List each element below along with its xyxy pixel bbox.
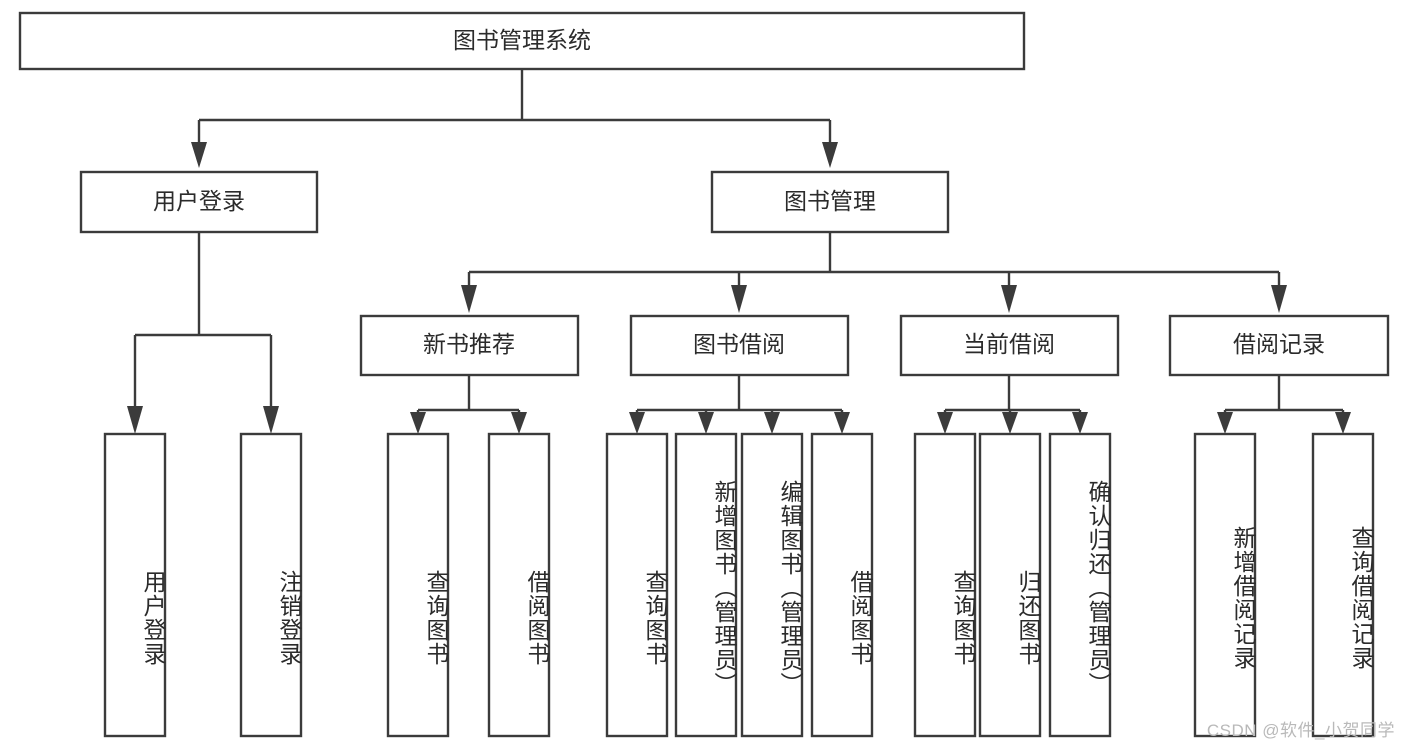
node-box-root[interactable] bbox=[18, 11, 1026, 71]
connectors-user-login-to-leaves bbox=[127, 232, 279, 434]
node-box-leaf-bb-query-book[interactable] bbox=[605, 432, 669, 738]
arrow-head-bb-leaf-2 bbox=[698, 412, 714, 434]
node-box-current-borrow[interactable] bbox=[899, 314, 1120, 377]
node-label-current-borrow: 当前借阅 bbox=[963, 331, 1055, 357]
arrow-head-cb-leaf-1 bbox=[937, 412, 953, 434]
arrow-head-bb-leaf-1 bbox=[629, 412, 645, 434]
node-label-new-book-recommend: 新书推荐 bbox=[423, 331, 515, 357]
arrow-head-book-borrow bbox=[731, 285, 747, 313]
arrow-head-user-login bbox=[191, 142, 207, 168]
connectors-root-to-level1 bbox=[191, 69, 838, 168]
node-box-leaf-br-query-record[interactable] bbox=[1311, 432, 1375, 738]
node-box-new-book-recommend[interactable] bbox=[359, 314, 580, 377]
arrow-head-cb-leaf-3 bbox=[1072, 412, 1088, 434]
node-box-leaf-user-login[interactable] bbox=[103, 432, 167, 738]
arrow-head-bb-leaf-3 bbox=[764, 412, 780, 434]
node-box-leaf-br-add-record[interactable] bbox=[1193, 432, 1257, 738]
connectors-new-book-to-leaves bbox=[410, 376, 527, 434]
node-label-book-manage: 图书管理 bbox=[784, 188, 876, 214]
arrow-head-leaf-logout bbox=[263, 406, 279, 434]
node-box-leaf-cb-confirm-return[interactable] bbox=[1048, 432, 1112, 738]
arrow-head-br-leaf-2 bbox=[1335, 412, 1351, 434]
connectors-current-borrow-to-leaves bbox=[937, 376, 1088, 434]
arrow-head-book-manage bbox=[822, 142, 838, 168]
arrow-head-br-leaf-1 bbox=[1217, 412, 1233, 434]
node-box-leaf-bb-borrow-book[interactable] bbox=[810, 432, 874, 738]
node-box-book-borrow[interactable] bbox=[629, 314, 850, 377]
connectors-borrow-record-to-leaves bbox=[1217, 376, 1351, 434]
node-label-borrow-record: 借阅记录 bbox=[1233, 331, 1325, 357]
node-box-leaf-nb-query-book[interactable] bbox=[386, 432, 450, 738]
arrow-head-nb-leaf-1 bbox=[410, 412, 426, 434]
node-box-leaf-bb-edit-book[interactable] bbox=[740, 432, 804, 738]
arrow-head-bb-leaf-4 bbox=[834, 412, 850, 434]
node-label-user-login: 用户登录 bbox=[153, 188, 245, 214]
node-box-leaf-cb-query-book[interactable] bbox=[913, 432, 977, 738]
arrow-head-leaf-user-login bbox=[127, 406, 143, 434]
node-box-user-login[interactable] bbox=[79, 170, 319, 234]
node-box-borrow-record[interactable] bbox=[1168, 314, 1390, 377]
connectors-book-manage-to-level2 bbox=[461, 233, 1287, 313]
arrow-head-new-book bbox=[461, 285, 477, 313]
node-box-leaf-nb-borrow-book[interactable] bbox=[487, 432, 551, 738]
arrow-head-borrow-record bbox=[1271, 285, 1287, 313]
watermark-text: CSDN @软件_小贺同学 bbox=[1206, 721, 1395, 740]
arrow-head-nb-leaf-2 bbox=[511, 412, 527, 434]
arrow-head-current-borrow bbox=[1001, 285, 1017, 313]
node-box-leaf-bb-add-book[interactable] bbox=[674, 432, 738, 738]
node-box-leaf-cb-return-book[interactable] bbox=[978, 432, 1042, 738]
connectors-book-borrow-to-leaves bbox=[629, 376, 850, 434]
node-label-book-borrow: 图书借阅 bbox=[693, 331, 785, 357]
node-box-book-manage[interactable] bbox=[710, 170, 950, 234]
arrow-head-cb-leaf-2 bbox=[1002, 412, 1018, 434]
node-box-leaf-logout[interactable] bbox=[239, 432, 303, 738]
node-label-root: 图书管理系统 bbox=[453, 27, 591, 53]
